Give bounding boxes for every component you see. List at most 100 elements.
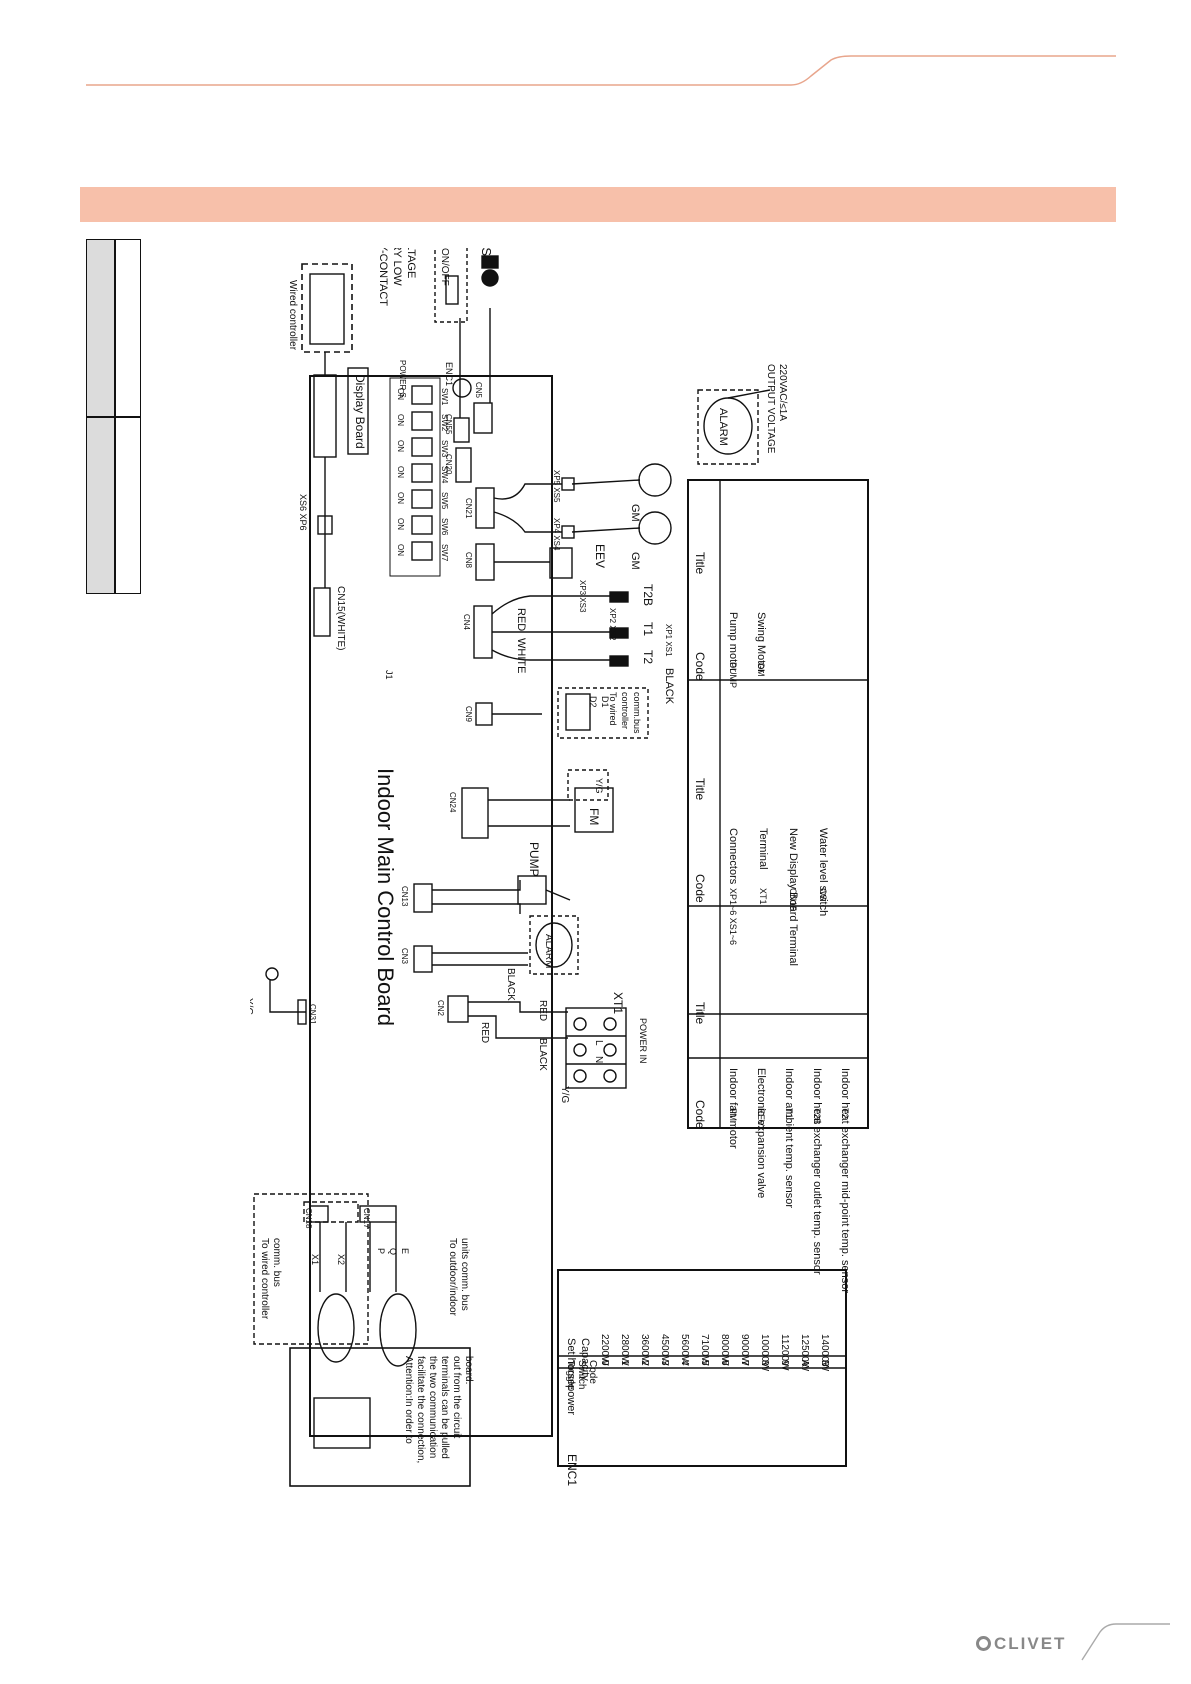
red-label: RED [537,1000,548,1021]
switch-on-label: ON [396,518,405,530]
fm-label: FM [587,808,601,825]
header-decor-line [86,55,1116,86]
cn55-label: CN55 [444,414,453,435]
dry-contact-label: VERY LOW [391,248,403,286]
legend-code: T2B [812,1108,822,1125]
enc1-capacity: 2200W [599,1334,610,1366]
enc1-capacity: 2800W [619,1334,630,1366]
enc1-head-cap: Set horsepower [565,1338,577,1415]
legend-header: Title [693,1002,707,1025]
power-in-label: POWER IN [638,1018,648,1064]
l-label: L [593,1040,604,1046]
dip-switch [411,515,433,535]
cn31-label: CN31 [308,1004,317,1025]
switch-on-label: ON [396,440,405,452]
d1-label: D1 [600,696,610,708]
cn5-label: CN5 [474,382,483,399]
enc1-capacity: 7100W [699,1334,710,1366]
display-board-label: Display Board [353,374,367,449]
x2-label: X2 [336,1254,346,1265]
cn8-label: CN8 [464,552,473,569]
board-title: Indoor Main Control Board [373,768,398,1026]
enc1-code: A [799,1360,810,1367]
gm-label: GM [629,552,641,570]
switch-label: SW2 [440,414,449,432]
output-voltage-label: OUTPUT VOLTAGE [765,364,776,454]
enc1-head-cap: Capacity [579,1338,591,1381]
legend-code: T1 [784,1108,794,1119]
enc1-capacity: 3600W [639,1334,650,1366]
enc1-head-code: Toggle [565,1360,576,1390]
legend-header: Title [693,552,707,575]
section-header-band [80,187,1116,222]
legend-code: PUMP [728,662,738,688]
enc1-code: 2 [639,1360,650,1366]
enc1-code: 3 [659,1360,670,1366]
enc1-code: 9 [779,1360,790,1366]
xs6xp6-label: XS6 XP6 [298,494,308,531]
legend-title: Water level switch [817,828,829,916]
switch-on-label: ON [396,492,405,504]
xp1xs1-label: XP1 XS1 [664,624,673,657]
cn2-label: CN2 [436,1000,445,1017]
legend-code: XT1 [758,888,768,905]
enc1-capacity: 8000W [719,1334,730,1366]
enc1-code: B [819,1360,830,1367]
switch-on-label: ON [396,544,405,556]
wired-controller-box [301,263,353,353]
yg-label: Y/G [250,998,254,1015]
legend-code: CS [818,888,828,901]
x1-label: X1 [310,1254,320,1265]
cn20-label: CN20 [444,454,453,475]
gm-motor-1 [638,463,672,497]
legend-code: CN15 [788,888,798,911]
legend-code: XP1~6 XS1~6 [728,888,738,945]
switch-label: SW5 [440,492,449,510]
attention-text: the two communication [427,1356,438,1458]
enc1-code: 1 [619,1360,630,1366]
t2b-label: T2B [641,584,655,606]
dip-switch [411,437,433,457]
cn15-label: CN15(WHITE) [335,586,346,650]
gm-label: GM [629,504,641,522]
display-board [313,374,337,458]
legend-title: Indoor ambient temp. sensor [783,1068,795,1208]
clivet-logo: CLIVET [976,1634,1066,1654]
switch-label: SW1 [440,388,449,406]
legend-header: Title [693,778,707,801]
xp3xs3-label: XP3 XS3 [578,580,587,613]
side-tab [86,239,141,594]
attention-text: facilitate the connection, [415,1356,426,1463]
cn17-label: CN17 [362,1208,371,1229]
legend-title: Indoor fan motor [727,1068,739,1149]
cs-connector [473,402,493,434]
white-label: WHITE [515,638,527,673]
legend-title: Pump motor [727,612,739,672]
legend-code: T2 [840,1108,850,1119]
cn3-label: CN3 [400,948,409,965]
black-label: BLACK [663,668,675,705]
t1-label: T1 [641,622,655,636]
attention-text: board. [463,1356,474,1384]
switch-label: SW3 [440,440,449,458]
dip-switch [411,411,433,431]
p-label: P [376,1248,386,1254]
dry-contact-label: DRY-CONTACT [377,248,389,306]
legend-header: Code [693,1100,707,1129]
xp5xs5-label: XP5 XS5 [552,470,561,503]
alarm-label: ALARM [543,934,554,968]
switch-label: SW7 [440,544,449,562]
legend-title: Indoor heat exchanger mid-point temp. se… [839,1068,851,1293]
switch-label: SW4 [440,466,449,484]
legend-title: Connectors [727,828,739,885]
enc1-label: ENC1 [444,362,454,386]
enc1-code: 0 [599,1360,610,1366]
enc1-capacity: 12500W [799,1334,810,1372]
d2-label: D2 [588,696,598,708]
switch-on-label: ON [396,414,405,426]
enc1-code: 6 [719,1360,730,1366]
pump-label: PUMP [527,842,541,877]
dip-switch [411,463,433,483]
dip-switch [411,489,433,509]
